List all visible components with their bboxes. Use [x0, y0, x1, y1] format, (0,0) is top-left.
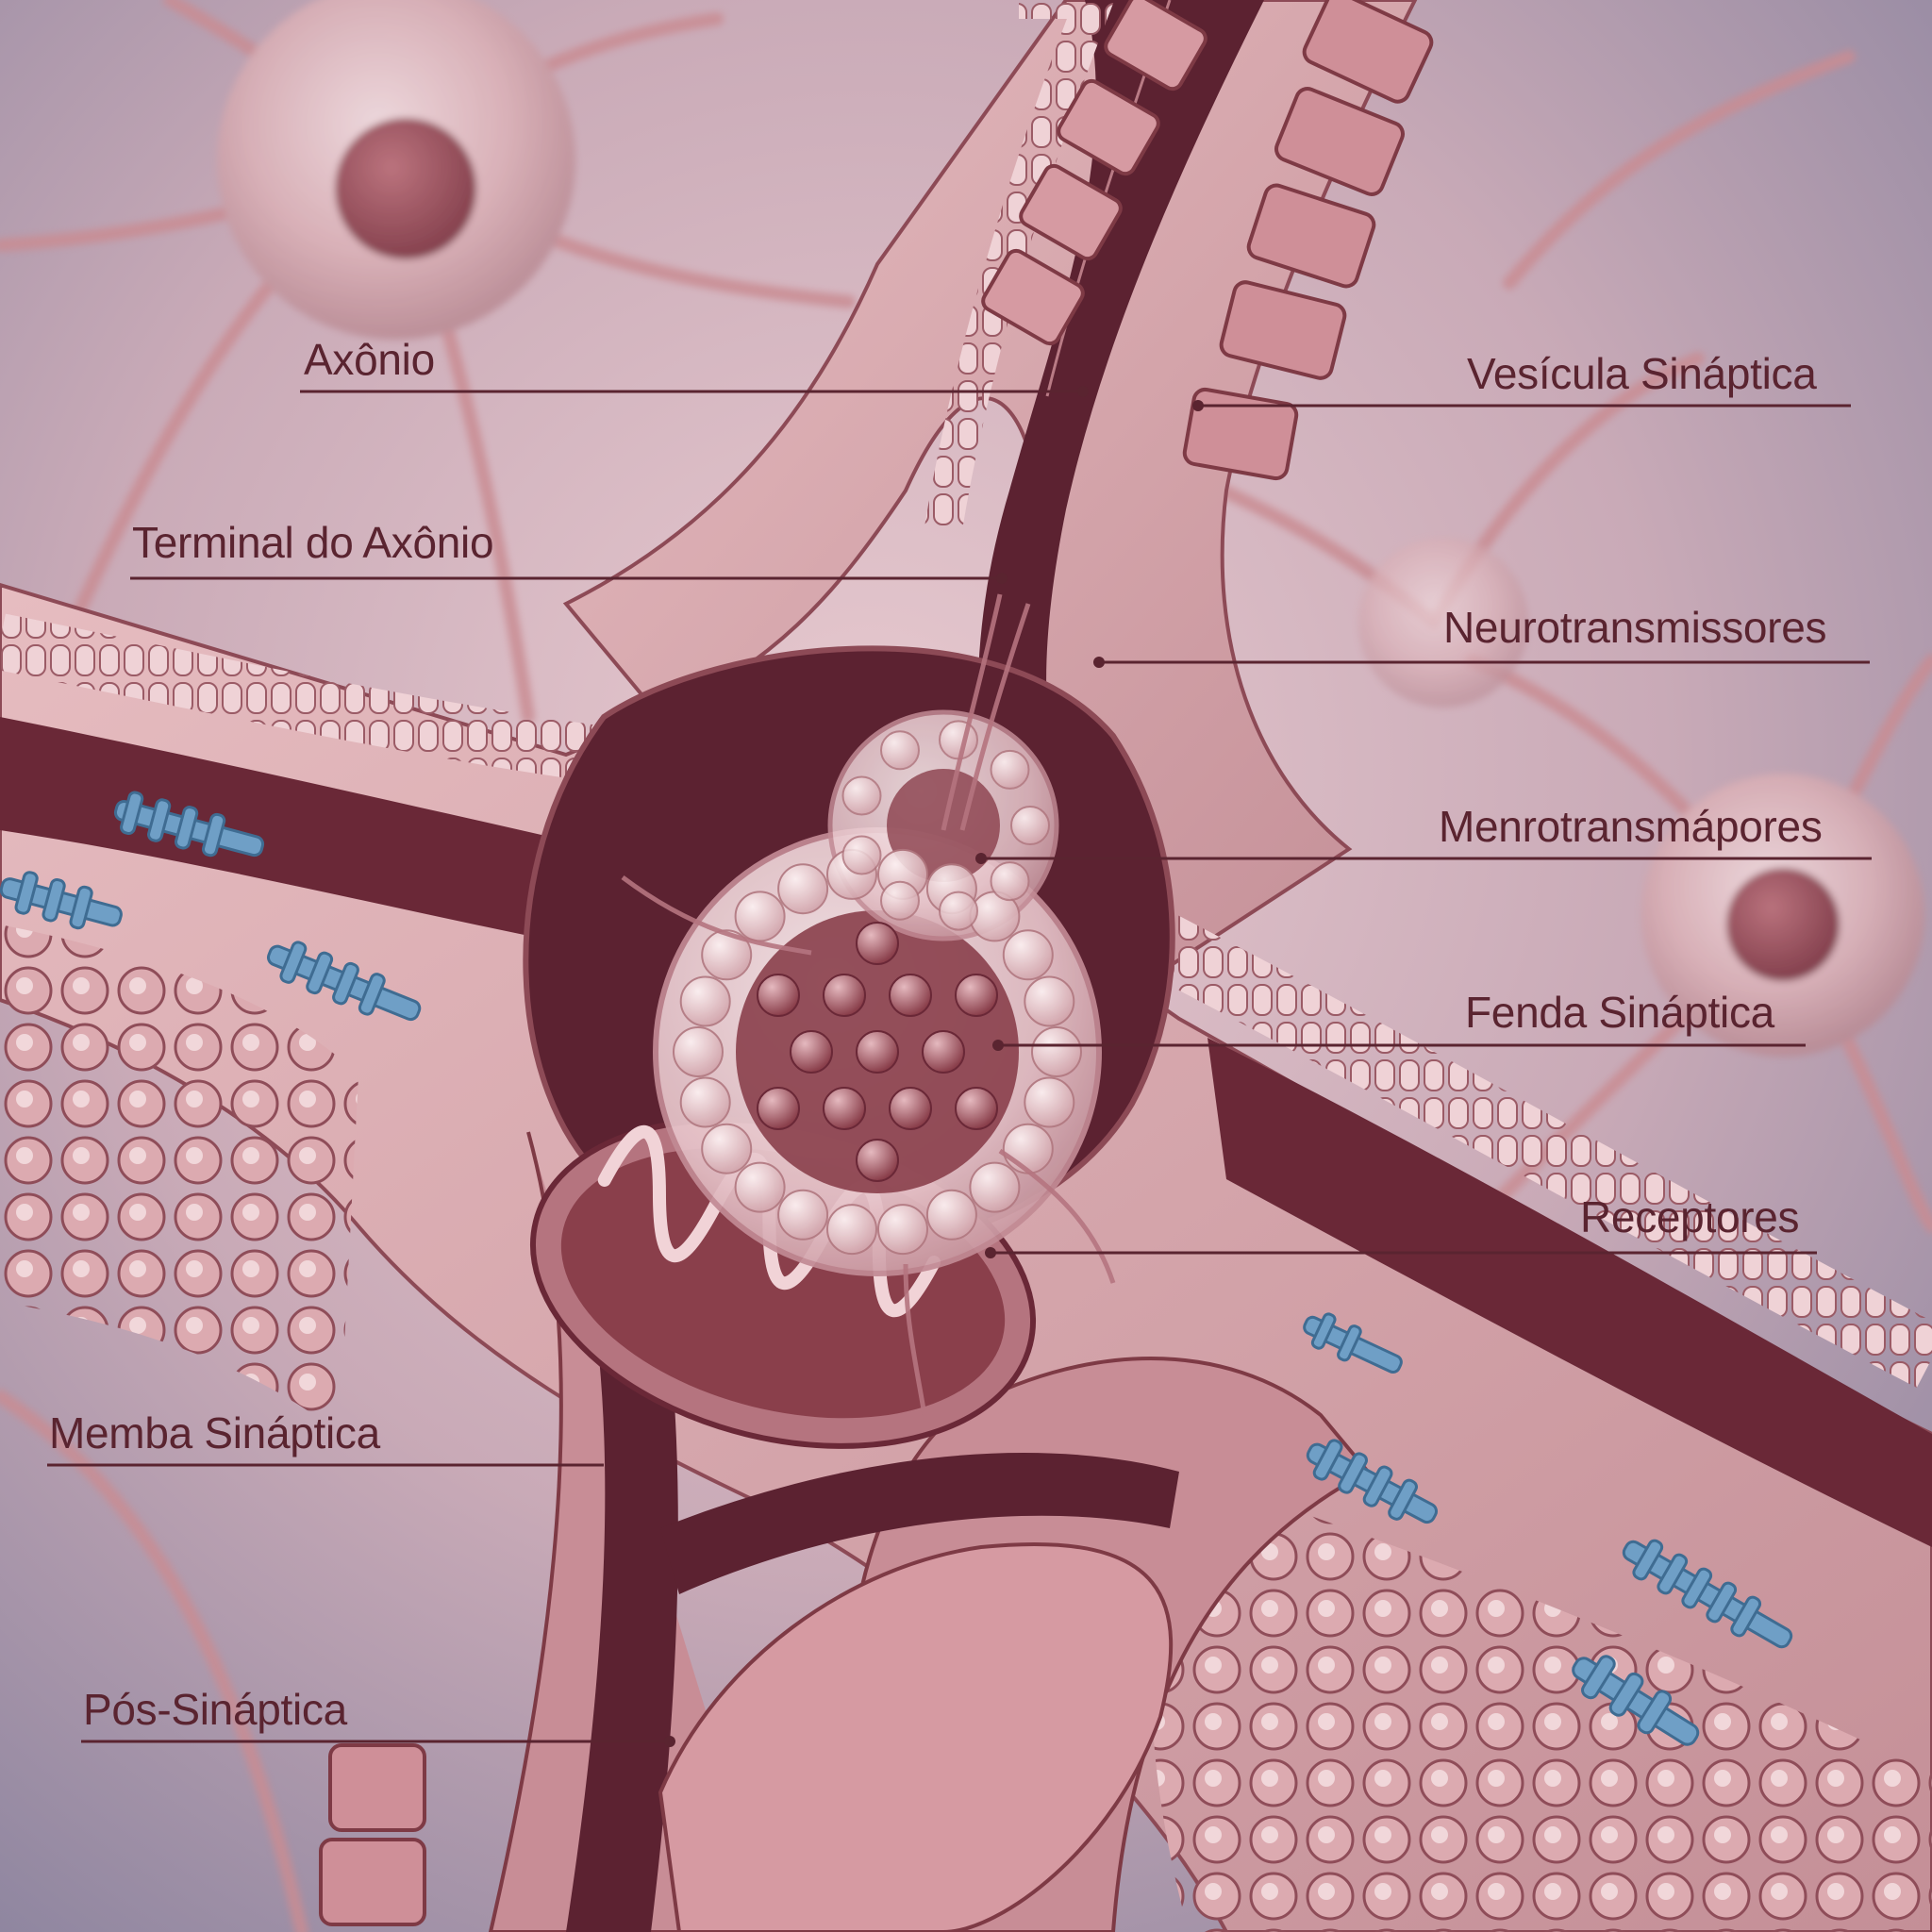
label-synaptic-vesicle: Vesícula Sináptica: [1467, 349, 1817, 398]
neurotransmitter-sphere: [856, 1030, 899, 1074]
vesicle-sphere: [939, 720, 978, 760]
vesicle-sphere: [734, 1161, 786, 1213]
vesicle-sphere: [1002, 1123, 1054, 1174]
vesicle-sphere: [679, 1076, 731, 1128]
vesicle-sphere: [990, 749, 1030, 790]
vesicle-sphere: [1024, 1076, 1075, 1128]
vesicle-sphere: [1031, 1026, 1082, 1077]
label-synaptic-membrane: Memba Sináptica: [49, 1408, 380, 1457]
label-neurotransmitters: Neurotransmissores: [1443, 603, 1827, 652]
vesicle-sphere: [701, 929, 753, 981]
vesicle-sphere: [1002, 929, 1054, 981]
neurotransmitter-sphere: [790, 1030, 833, 1074]
neurotransmitter-sphere: [823, 974, 866, 1017]
neurotransmitter-sphere: [889, 974, 932, 1017]
neurotransmitter-sphere: [757, 974, 800, 1017]
leader-lines: [47, 390, 1872, 1743]
neurotransmitter-sphere: [955, 974, 998, 1017]
label-postsynaptic: Pós-Sináptica: [83, 1685, 347, 1734]
synaptic-chamber: [523, 593, 1175, 1449]
vesicle-sphere: [841, 835, 882, 875]
label-synaptic-cleft: Fenda Sináptica: [1465, 988, 1774, 1037]
neurotransmitter-sphere: [856, 1139, 899, 1182]
vesicle-sphere: [777, 1189, 829, 1241]
neurotransmitter-sphere: [823, 1087, 866, 1130]
vesicle-sphere: [1024, 975, 1075, 1027]
vesicle-sphere: [841, 775, 882, 816]
vesicle-sphere: [925, 1189, 977, 1241]
label-receptors: Receptores: [1580, 1192, 1800, 1241]
axon-tube: [562, 0, 1434, 993]
neurotransmitter-sphere: [757, 1087, 800, 1130]
leader-dots: [664, 386, 1204, 1747]
label-axon: Axônio: [304, 335, 435, 384]
label-axon-terminal: Terminal do Axônio: [132, 518, 494, 567]
vesicle-sphere: [777, 863, 829, 915]
vesicle-sphere: [969, 1161, 1021, 1213]
vesicle-sphere: [990, 861, 1030, 902]
vesicle-sphere: [877, 1204, 928, 1256]
vesicle-sphere: [880, 880, 920, 921]
neurotransmitter-sphere: [922, 1030, 965, 1074]
vesicle-sphere: [880, 730, 920, 771]
label-neurotransmitters-variant: Menrotransmápores: [1439, 802, 1823, 851]
neurotransmitter-sphere: [889, 1087, 932, 1130]
vesicle-sphere: [734, 891, 786, 942]
neurotransmitter-sphere: [955, 1087, 998, 1130]
vesicle-sphere: [679, 975, 731, 1027]
vesicle-sphere: [701, 1123, 753, 1174]
vesicle-sphere: [939, 891, 978, 931]
neurotransmitter-sphere: [856, 922, 899, 965]
ion-channels: [0, 791, 1793, 1746]
synaptic-vesicle-cluster: [653, 709, 1102, 1276]
vesicle-sphere: [673, 1026, 724, 1077]
vesicle-sphere: [1010, 806, 1050, 845]
vesicle-sphere: [826, 1204, 877, 1256]
